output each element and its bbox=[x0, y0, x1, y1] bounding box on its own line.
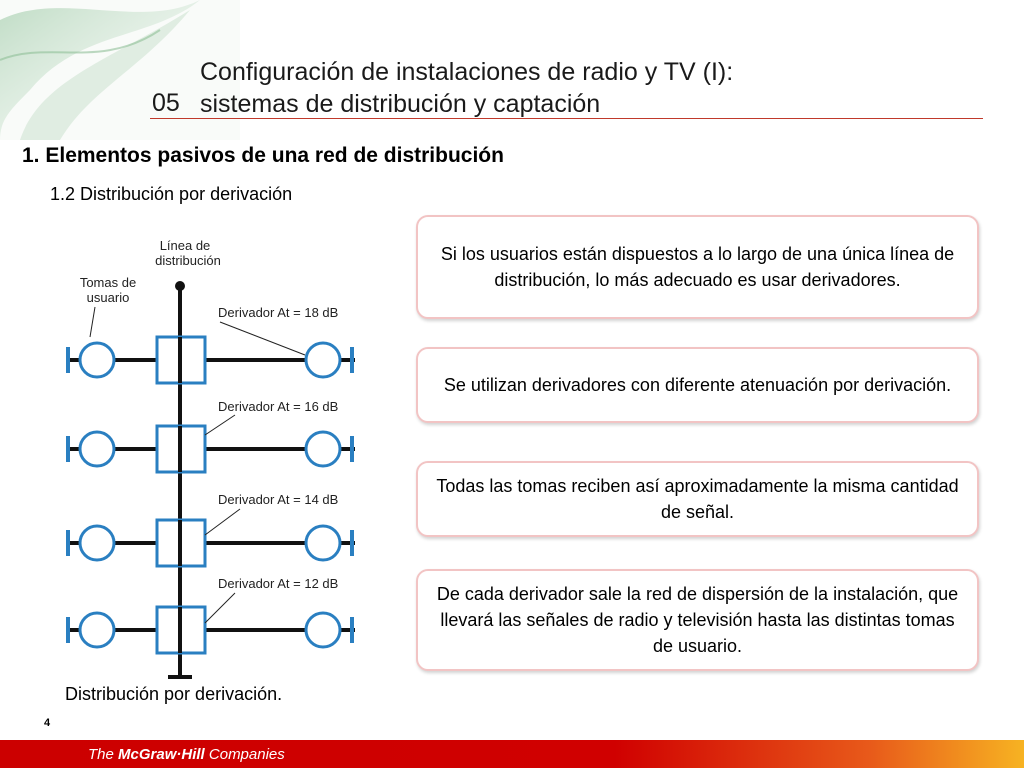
publisher-logo: The McGraw·Hill Companies bbox=[88, 746, 285, 763]
page-number: 4 bbox=[44, 717, 51, 729]
callout-box-4: De cada derivador sale la red de dispers… bbox=[416, 569, 979, 671]
label-linea-1: Línea de bbox=[160, 238, 211, 253]
label-tomas-2: usuario bbox=[87, 290, 130, 305]
callout-text-2: Se utilizan derivadores con diferente at… bbox=[443, 375, 952, 395]
derivador-label-4: Derivador At = 12 dB bbox=[218, 576, 338, 591]
section-heading: 1. Elementos pasivos de una red de distr… bbox=[22, 144, 504, 167]
footer-bar: The McGraw·Hill Companies bbox=[0, 740, 1024, 768]
callout-text-4: De cada derivador sale la red de dispers… bbox=[436, 584, 959, 656]
derivador-label-1: Derivador At = 18 dB bbox=[218, 305, 338, 320]
title-divider bbox=[150, 118, 983, 119]
callout-text-1: Si los usuarios están dispuestos a lo la… bbox=[440, 244, 955, 290]
brand-suffix: Companies bbox=[208, 746, 285, 763]
derivador-label-3: Derivador At = 14 dB bbox=[218, 492, 338, 507]
derivador-label-2: Derivador At = 16 dB bbox=[218, 399, 338, 414]
title-line-1: Configuración de instalaciones de radio … bbox=[200, 58, 734, 86]
subsection-heading: 1.2 Distribución por derivación bbox=[50, 184, 293, 204]
chapter-number: 05 bbox=[152, 89, 180, 117]
callout-text-3: Todas las tomas reciben así aproximadame… bbox=[436, 476, 959, 522]
title-line-2: sistemas de distribución y captación bbox=[200, 90, 601, 118]
decorative-swirl bbox=[0, 0, 240, 140]
derivador-row-3: Derivador At = 14 dB bbox=[66, 492, 355, 568]
diagram-caption: Distribución por derivación. bbox=[65, 684, 283, 704]
page-title: Configuración de instalaciones de radio … bbox=[200, 56, 733, 120]
label-linea-2: distribución bbox=[155, 253, 221, 268]
callout-box-3: Todas las tomas reciben así aproximadame… bbox=[416, 461, 979, 537]
label-tomas-1: Tomas de bbox=[80, 275, 136, 290]
derivador-row-2: Derivador At = 16 dB bbox=[66, 399, 355, 474]
distribution-diagram: Línea de distribución Tomas de usuario D… bbox=[66, 238, 355, 679]
brand-prefix: The bbox=[88, 746, 114, 763]
callout-box-1: Si los usuarios están dispuestos a lo la… bbox=[416, 215, 979, 319]
derivador-row-4: Derivador At = 12 dB bbox=[66, 576, 355, 655]
callout-box-2: Se utilizan derivadores con diferente at… bbox=[416, 347, 979, 423]
brand-name: McGraw·Hill bbox=[118, 746, 205, 763]
derivador-row-1: Derivador At = 18 dB bbox=[66, 305, 355, 385]
